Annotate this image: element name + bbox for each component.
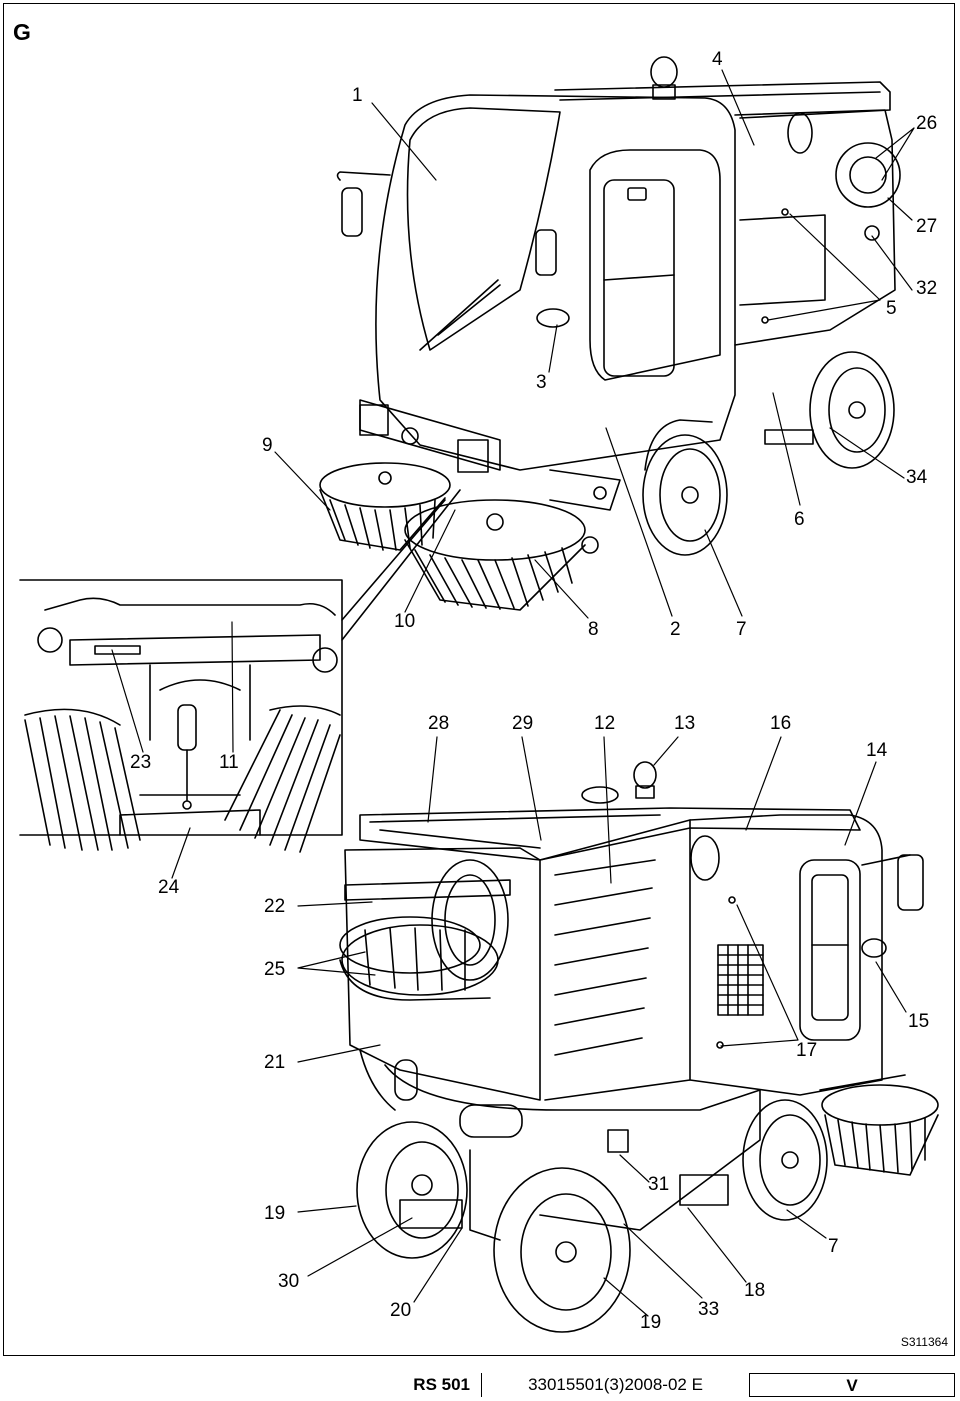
callout-34: 34 xyxy=(906,467,928,488)
callout-29: 29 xyxy=(512,713,534,734)
figure-reference-code: S311364 xyxy=(900,1335,948,1349)
callout-22: 22 xyxy=(264,896,286,917)
callout-18: 18 xyxy=(744,1280,766,1301)
callout-7-bottom: 7 xyxy=(828,1236,839,1257)
callout-3: 3 xyxy=(536,372,547,393)
callout-6: 6 xyxy=(794,509,805,530)
callout-5: 5 xyxy=(886,298,897,319)
diagram-frame xyxy=(3,3,955,1356)
callout-24: 24 xyxy=(158,877,180,898)
callout-19-bottom: 19 xyxy=(640,1312,662,1333)
callout-26: 26 xyxy=(916,113,938,134)
callout-20: 20 xyxy=(390,1300,412,1321)
callout-12: 12 xyxy=(594,713,616,734)
callout-21: 21 xyxy=(264,1052,286,1073)
callout-17: 17 xyxy=(796,1040,818,1061)
top-sweeper-drawing xyxy=(319,56,901,611)
footer-document-number: 33015501(3)2008-02 E xyxy=(481,1373,749,1397)
bottom-sweeper-drawing xyxy=(339,761,939,1333)
callout-2: 2 xyxy=(670,619,681,640)
footer-language-code: V xyxy=(749,1373,955,1397)
callout-8: 8 xyxy=(588,619,599,640)
callout-28: 28 xyxy=(428,713,450,734)
callout-27: 27 xyxy=(916,216,938,237)
footer-model: RS 501 xyxy=(413,1375,470,1394)
callout-33: 33 xyxy=(698,1299,720,1320)
callout-11: 11 xyxy=(219,752,239,773)
callout-1: 1 xyxy=(352,85,363,106)
callout-7-top: 7 xyxy=(736,619,747,640)
callout-19-left: 19 xyxy=(264,1203,286,1224)
callout-4: 4 xyxy=(712,49,723,70)
callout-23: 23 xyxy=(130,752,152,773)
callout-10: 10 xyxy=(394,611,416,632)
callout-25: 25 xyxy=(264,959,286,980)
callout-15: 15 xyxy=(908,1011,930,1032)
callout-30: 30 xyxy=(278,1271,300,1292)
callout-16: 16 xyxy=(770,713,792,734)
page-footer: RS 501 33015501(3)2008-02 E V xyxy=(3,1373,955,1397)
callout-9: 9 xyxy=(262,435,273,456)
callout-14: 14 xyxy=(866,740,888,761)
callout-13: 13 xyxy=(674,713,696,734)
inset-underside-detail xyxy=(19,489,461,853)
leader-lines xyxy=(111,69,915,1317)
section-letter: G xyxy=(13,19,31,45)
callout-32: 32 xyxy=(916,278,938,299)
callout-31: 31 xyxy=(648,1174,670,1195)
